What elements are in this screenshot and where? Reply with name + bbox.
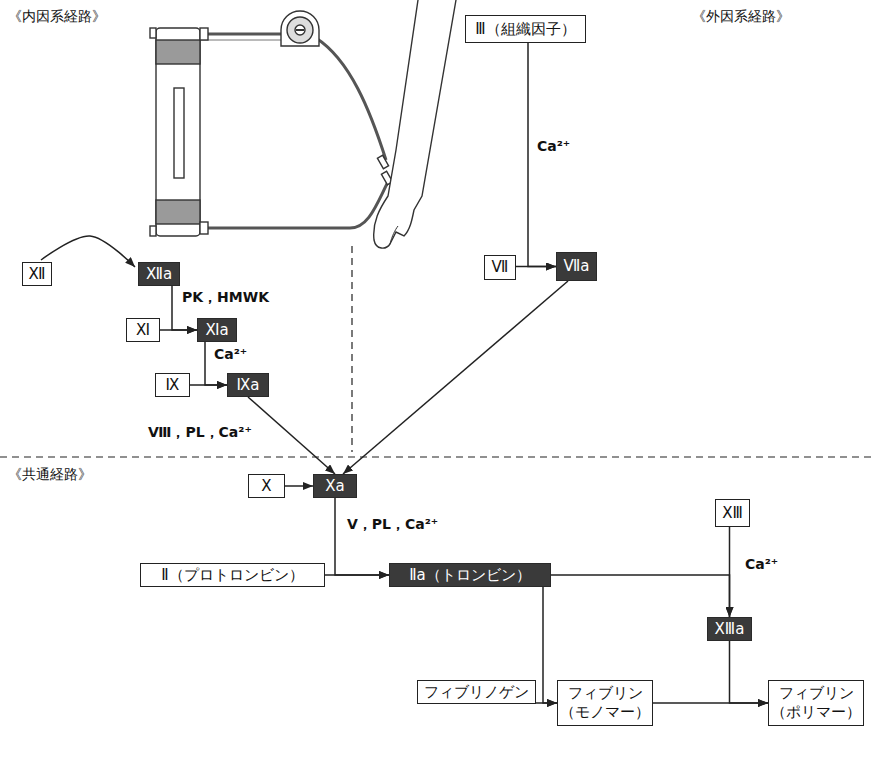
cofactor-label: PK，HMWK [180, 289, 271, 306]
reaction-arrow [653, 702, 768, 704]
reaction-arrow [516, 266, 556, 268]
factor-name: Ⅱ（プロトロンビン） [161, 566, 303, 585]
cofactor-label: Ca²⁺ [212, 346, 249, 363]
factor-box: フィブリノゲン [417, 680, 536, 704]
factor-name: Ⅱa（トロンビン） [409, 566, 531, 585]
factor-name: Ⅸ [166, 376, 180, 395]
active-factor-box: Ⅻa [138, 262, 180, 286]
factor-box: Ⅻ [22, 262, 52, 286]
factor-name: Ⅹ [261, 477, 271, 496]
factor-name: Ⅻ [29, 265, 46, 284]
reaction-arrow [730, 641, 769, 703]
reaction-arrow [551, 575, 730, 617]
dialyzer-illustration [150, 0, 456, 248]
cofactor-label: Ca²⁺ [743, 556, 780, 573]
active-factor-box: ⅩⅢa [707, 617, 752, 641]
factor-name: Ⅺ [136, 321, 150, 340]
reaction-arrow [729, 527, 731, 617]
cofactor-label: V，PL，Ca²⁺ [345, 516, 440, 533]
factor-name: Ⅶ [492, 258, 509, 277]
factor-box: Ⅹ [248, 474, 285, 498]
cofactor-label: Ⅷ，PL，Ca²⁺ [146, 424, 254, 441]
reaction-arrow [325, 574, 389, 576]
reaction-arrow [248, 397, 335, 474]
section-heading: 《内因系経路》 [8, 8, 106, 25]
active-factor-box: Ⅹa [313, 474, 357, 498]
reaction-arrow [536, 702, 557, 704]
factor-name: フィブリノゲン [424, 683, 529, 702]
factor-box: ⅩⅢ [715, 499, 750, 527]
active-factor-box: Ⅱa（トロンビン） [389, 563, 551, 587]
factor-name: フィブリン （モノマー） [560, 684, 650, 722]
section-heading: 《共通経路》 [8, 466, 92, 483]
factor-box: Ⅲ（組織因子） [465, 15, 586, 43]
factor-name: Ⅺa [205, 321, 228, 340]
factor-name: Ⅹa [325, 477, 344, 496]
factor-box: Ⅶ [484, 255, 516, 280]
factor-box: Ⅸ [155, 373, 190, 397]
active-factor-box: Ⅺa [197, 318, 237, 342]
factor-name: Ⅶa [564, 257, 590, 276]
factor-box: フィブリン （モノマー） [557, 680, 653, 726]
reaction-arrow [41, 236, 135, 267]
section-heading: 《外因系経路》 [692, 8, 790, 25]
factor-name: Ⅸa [237, 376, 260, 395]
active-factor-box: Ⅸa [227, 373, 269, 397]
factor-name: Ⅲ（組織因子） [475, 20, 575, 39]
reaction-arrow [335, 498, 389, 575]
factor-name: ⅩⅢ [722, 504, 743, 523]
reaction-arrow [160, 329, 197, 331]
factor-name: Ⅻa [146, 265, 172, 284]
factor-name: フィブリン （ポリマー） [771, 684, 861, 722]
reaction-arrow [285, 485, 313, 487]
cofactor-label: Ca²⁺ [535, 138, 572, 155]
factor-name: ⅩⅢa [715, 620, 745, 639]
reaction-arrow [343, 281, 568, 474]
reaction-arrow [543, 587, 557, 703]
factor-box: フィブリン （ポリマー） [768, 680, 864, 726]
factor-box: Ⅺ [126, 318, 160, 342]
factor-box: Ⅱ（プロトロンビン） [140, 563, 325, 587]
active-factor-box: Ⅶa [556, 252, 597, 281]
region-divider [0, 246, 872, 457]
reaction-arrow [190, 384, 227, 386]
